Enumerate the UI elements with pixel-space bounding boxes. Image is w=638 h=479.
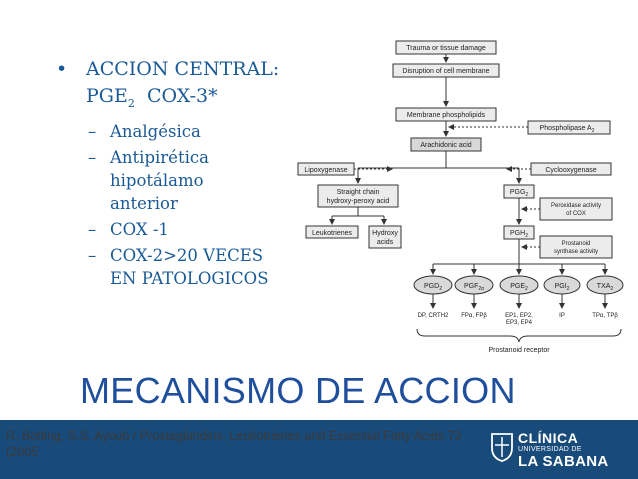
sub-bullet-text: Analgésica <box>110 121 201 141</box>
bullet-main-line1: ACCION CENTRAL: <box>86 58 280 80</box>
sub-bullet-cox1: –COX -1 <box>56 218 316 241</box>
hydroxy-acids-label: acids <box>377 239 394 246</box>
membrane-label: Membrane phospholipids <box>407 112 486 119</box>
clinica-logo: CLÍNICA UNIVERSIDAD DE LA SABANA <box>488 426 634 472</box>
dash-icon: – <box>88 245 97 265</box>
shield-icon <box>491 433 513 462</box>
sub-bullet-text: COX-2>20 VECES <box>110 245 264 265</box>
sub-bullet-text: COX -1 <box>110 219 169 239</box>
logo-line1: CLÍNICA <box>518 430 579 446</box>
prostanoid-synthase-label: synthase activity <box>554 249 598 255</box>
disruption-label: Disruption of cell membrane <box>402 68 489 75</box>
straight-chain-label: hydroxy-peroxy acid <box>327 198 390 205</box>
trauma-label: Trauma or tissue damage <box>406 45 486 52</box>
pge-text: PGE <box>86 85 128 107</box>
leukotrienes-box <box>305 225 359 239</box>
citation-text: R. Botting, S.S. Ayoub / Prostaglandins,… <box>6 429 462 459</box>
arachidonic-pathway-diagram: Trauma or tissue damage Disruption of ce… <box>297 40 624 354</box>
prostanoid-receptor-label: Prostanoid receptor <box>488 347 550 354</box>
dash-icon: – <box>88 121 97 141</box>
lipoxygenase-label: Lipoxygenase <box>304 167 347 174</box>
sub-bullet-text: anterior <box>110 193 178 213</box>
cyclooxygenase-label: Cyclooxygenase <box>545 167 596 174</box>
sub-bullet-analgesica: –Analgésica <box>56 120 316 143</box>
peroxidase-label: Peroxidase activity <box>551 203 601 209</box>
txa2-label: TXA2 <box>597 283 614 292</box>
bullet-main-line2: PGE2 COX-3* <box>86 83 316 117</box>
receptor-tp: TPα, TPβ <box>592 313 618 319</box>
receptor-ep: EP1, EP2, <box>505 313 533 319</box>
arachidonic-label: Arachidonic acid <box>420 142 471 149</box>
pgi2-label: PGI2 <box>555 283 570 292</box>
peroxidase-label: of COX <box>566 211 586 217</box>
slide-title: MECANISMO DE ACCION <box>80 370 516 411</box>
logo-line3: LA SABANA <box>518 453 609 470</box>
receptor-ip: IP <box>559 313 565 319</box>
footer-bar: R. Botting, S.S. Ayoub / Prostaglandins,… <box>0 420 638 479</box>
bullet-main: • ACCION CENTRAL: PGE2 COX-3* <box>56 56 316 117</box>
bullet-dot-icon: • <box>56 58 68 80</box>
sub-bullet-text: Antipirética <box>110 147 209 167</box>
dash-icon: – <box>88 219 97 239</box>
pgh2-label: PGH2 <box>510 230 528 239</box>
pgf2a-label: PGF2α <box>464 283 484 292</box>
pge-subscript: 2 <box>127 96 135 110</box>
hydroxy-acids-box <box>368 225 402 249</box>
receptor-fp: FPα, FPβ <box>461 313 487 319</box>
straight-chain-label: Straight chain <box>337 189 380 196</box>
logo-line2: UNIVERSIDAD DE <box>518 446 582 453</box>
cox3-text: COX-3* <box>146 85 218 107</box>
pgg2-label: PGG2 <box>510 189 529 198</box>
pge2-label: PGE2 <box>510 283 528 292</box>
receptor-ep: EP3, EP4 <box>506 320 533 326</box>
leukotrienes-label: Leukotrienes <box>312 230 353 237</box>
sub-bullet-cox2: –COX-2>20 VECES EN PATOLOGICOS <box>56 244 316 290</box>
receptor-dp: DP, CRTH2 <box>418 313 449 319</box>
prostanoid-synthase-label: Prostanoid <box>562 241 591 247</box>
sub-bullet-text: EN PATOLOGICOS <box>110 268 269 288</box>
receptor-brace <box>416 328 622 343</box>
bullet-list: • ACCION CENTRAL: PGE2 COX-3* –Analgésic… <box>56 56 316 290</box>
hydroxy-acids-label: Hydroxy <box>372 230 398 237</box>
sub-bullet-antipiretica: –Antipirética hipotálamo anterior <box>56 146 316 215</box>
phospholipase-label: Phospholipase A2 <box>540 125 595 134</box>
dash-icon: – <box>88 147 97 167</box>
sub-bullet-text: hipotálamo <box>110 170 204 190</box>
pgd2-label: PGD2 <box>424 283 442 292</box>
